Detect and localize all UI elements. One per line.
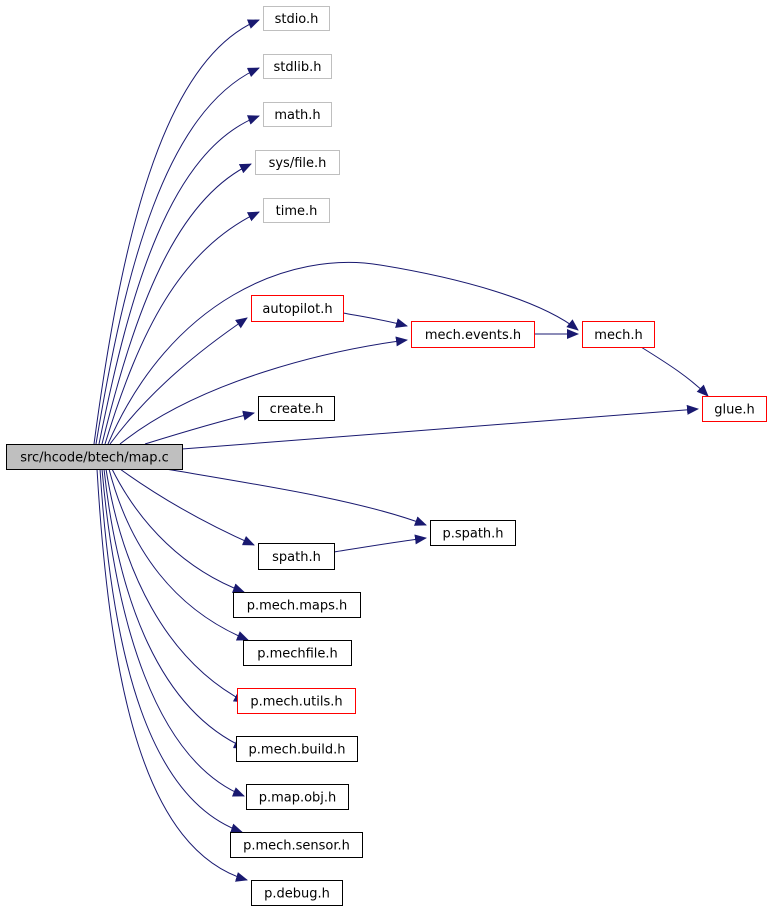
edge-map_c-to-spath: [119, 468, 255, 546]
edge-map_c-to-pspath: [159, 467, 427, 526]
nodes-layer: src/hcode/btech/map.c stdio.h stdlib.h math…: [6, 6, 767, 906]
node-label: math.h: [274, 108, 320, 123]
node-pmechfile[interactable]: p.mechfile.h: [243, 640, 352, 666]
node-spath[interactable]: spath.h: [258, 543, 335, 570]
edge-map_c-to-stdlib: [95, 67, 260, 445]
edge-mech-to-glue: [640, 346, 709, 397]
node-mechevents[interactable]: mech.events.h: [411, 321, 535, 348]
node-box: [411, 321, 535, 348]
edge-map_c-to-time: [104, 211, 260, 445]
edge-map_c-to-pmechsensor: [99, 468, 243, 834]
edge-map_c-to-stdio: [93, 19, 260, 445]
node-map_c[interactable]: src/hcode/btech/map.c: [6, 444, 183, 470]
node-box: [582, 321, 655, 348]
node-box: [255, 150, 340, 175]
edge-map_c-to-pmechutils: [105, 468, 246, 703]
node-label: stdlib.h: [274, 60, 322, 75]
node-label: p.mech.utils.h: [250, 695, 342, 710]
node-box: [236, 736, 358, 762]
node-pspath[interactable]: p.spath.h: [430, 520, 516, 546]
edge-map_c-to-pmapobj: [101, 468, 245, 797]
edge-map_c-to-math: [98, 115, 260, 445]
node-box: [263, 102, 332, 127]
edge-map_c-to-glue: [181, 404, 699, 450]
node-math: math.h: [263, 102, 332, 127]
node-stdio: stdio.h: [263, 6, 330, 31]
edge-map_c-to-create: [144, 410, 255, 445]
node-label: p.map.obj.h: [259, 791, 337, 806]
node-label: spath.h: [272, 550, 321, 565]
node-label: mech.h: [594, 328, 642, 343]
node-label: p.mechfile.h: [257, 647, 338, 662]
node-label: mech.events.h: [425, 328, 521, 343]
node-mech[interactable]: mech.h: [582, 321, 655, 348]
edge-autopilot-to-mechevents: [342, 312, 408, 328]
edge-spath-to-pspath: [333, 534, 427, 553]
node-box: [263, 198, 330, 223]
node-box: [246, 784, 349, 810]
edge-map_c-to-mech: [107, 261, 579, 445]
node-box: [258, 396, 335, 421]
node-label: p.mech.build.h: [249, 743, 346, 758]
node-box: [258, 543, 335, 570]
edge-map_c-to-autopilot: [109, 317, 248, 445]
node-stdlib: stdlib.h: [263, 54, 332, 79]
node-pmechbuild[interactable]: p.mech.build.h: [236, 736, 358, 762]
node-label: p.spath.h: [442, 527, 503, 542]
edge-map_c-to-mechevents: [119, 336, 408, 445]
node-label: autopilot.h: [262, 302, 332, 317]
node-box: [263, 6, 330, 31]
node-box: [230, 832, 363, 858]
node-box: [430, 520, 516, 546]
node-label: src/hcode/btech/map.c: [20, 451, 169, 466]
node-autopilot[interactable]: autopilot.h: [251, 295, 344, 322]
node-label: time.h: [276, 204, 318, 219]
node-glue[interactable]: glue.h: [702, 396, 767, 422]
node-box: [263, 54, 332, 79]
edges-layer: [93, 19, 709, 882]
node-box: [702, 396, 767, 422]
node-box: [6, 444, 183, 470]
node-label: p.mech.maps.h: [247, 599, 348, 614]
node-label: sys/file.h: [269, 156, 327, 171]
node-label: create.h: [270, 402, 324, 417]
node-pmechutils[interactable]: p.mech.utils.h: [237, 688, 356, 714]
node-create[interactable]: create.h: [258, 396, 335, 421]
node-box: [237, 688, 356, 714]
node-label: glue.h: [714, 403, 754, 418]
edge-map_c-to-sysfile: [101, 163, 252, 445]
node-label: stdio.h: [275, 12, 319, 27]
node-box: [251, 880, 343, 906]
edge-map_c-to-pmechmaps: [111, 468, 245, 593]
edge-map_c-to-pdebug: [96, 468, 248, 882]
node-box: [251, 295, 344, 322]
node-label: p.mech.sensor.h: [243, 839, 350, 854]
node-box: [243, 640, 352, 666]
node-sysfile: sys/file.h: [255, 150, 340, 175]
node-box: [233, 592, 361, 618]
edge-map_c-to-pmechfile: [108, 468, 249, 641]
node-pmechmaps[interactable]: p.mech.maps.h: [233, 592, 361, 618]
node-label: p.debug.h: [264, 887, 330, 902]
edge-map_c-to-pmechbuild: [103, 468, 246, 749]
node-pmapobj[interactable]: p.map.obj.h: [246, 784, 349, 810]
node-pmechsensor[interactable]: p.mech.sensor.h: [230, 832, 363, 858]
node-time: time.h: [263, 198, 330, 223]
node-pdebug[interactable]: p.debug.h: [251, 880, 343, 906]
